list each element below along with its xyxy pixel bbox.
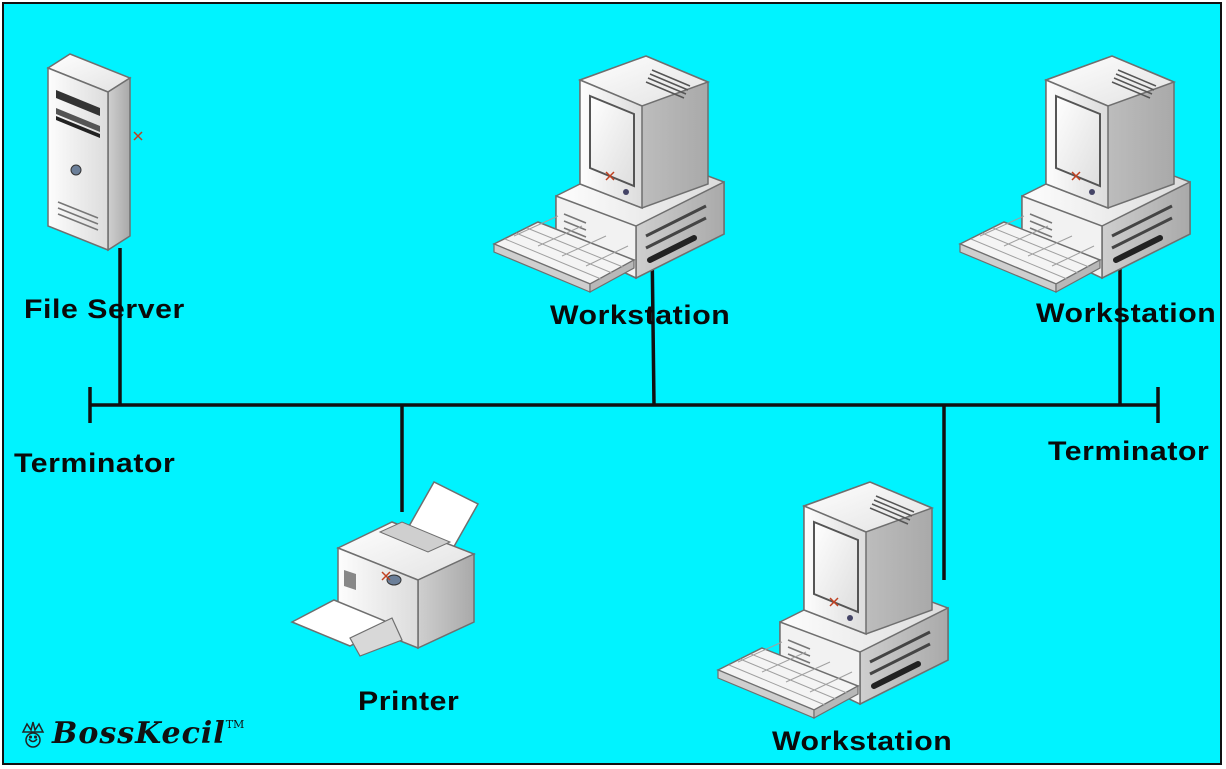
diagram-svg [46,4,1220,763]
bus-lines [88,240,1160,580]
label-workstation-top-right: Workstation [1036,298,1217,328]
printer-icon [290,481,480,657]
workstation-icon [960,56,1190,292]
watermark: BossKecil TM [20,716,244,751]
workstation-icon [718,482,948,718]
label-terminator-left: Terminator [14,448,176,478]
label-printer: Printer [358,686,460,716]
watermark-text: BossKecil [52,716,226,751]
label-file-server: File Server [24,294,185,324]
label-workstation-top-center: Workstation [550,300,731,330]
workstation-icon [494,56,724,292]
label-workstation-bottom: Workstation [772,726,953,756]
watermark-tm: TM [225,718,245,731]
crown-icon [21,721,45,748]
server-icon [46,53,143,252]
label-terminator-right: Terminator [1048,436,1210,466]
